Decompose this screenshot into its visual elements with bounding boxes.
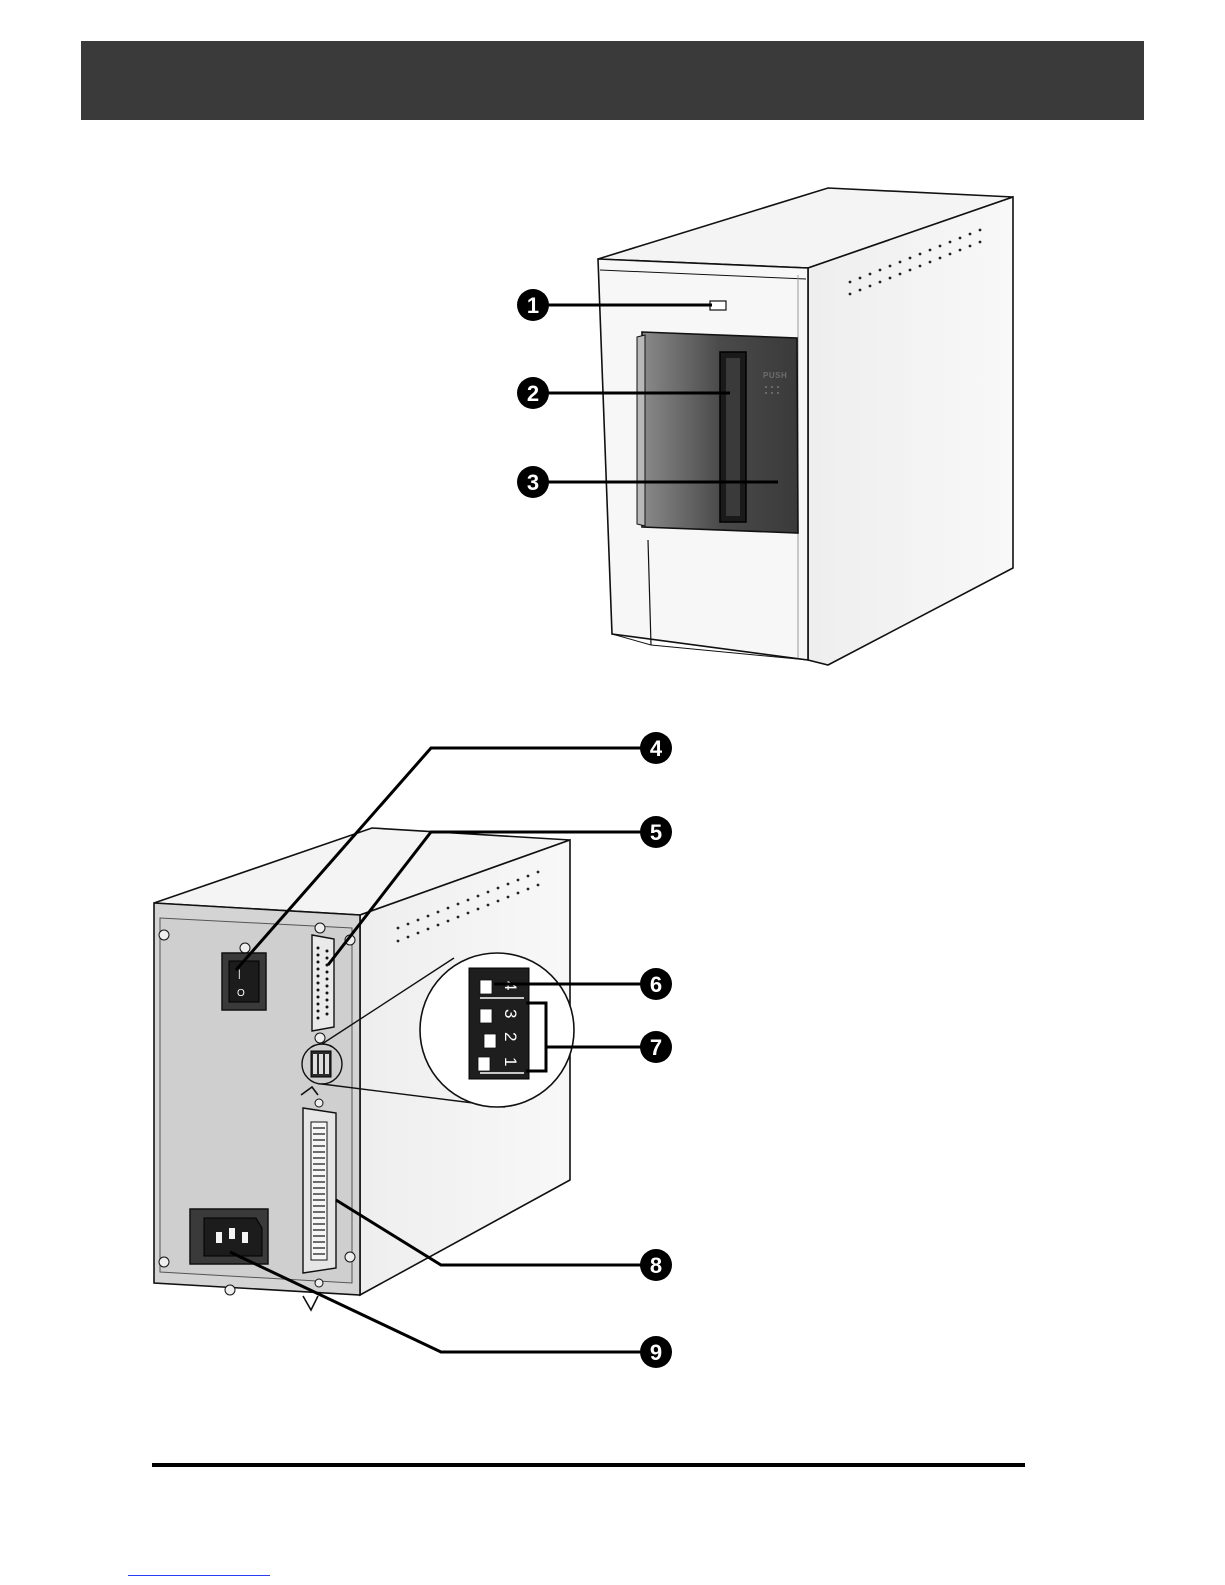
callout-number-1: 1 <box>527 293 539 318</box>
callout-number-2: 2 <box>527 381 539 406</box>
push-label: PUSH <box>763 371 787 380</box>
dip-switch-3 <box>480 1009 492 1023</box>
dip-label-4: 4 <box>501 981 520 990</box>
power-on-mark: | <box>238 969 241 980</box>
corner-link-underline[interactable] <box>128 1575 270 1576</box>
dip-label-1: 1 <box>501 1057 520 1066</box>
power-off-mark: O <box>237 988 245 999</box>
dip-label-3: 3 <box>501 1009 520 1018</box>
front-view: PUSH <box>598 188 1013 665</box>
callout-number-8: 8 <box>650 1253 662 1278</box>
dip-label-2: 2 <box>501 1032 520 1041</box>
callout-number-5: 5 <box>650 820 662 845</box>
callout-number-6: 6 <box>650 972 662 997</box>
dip-switch-4 <box>480 980 492 994</box>
bottom-rule <box>152 1463 1025 1467</box>
callout-number-4: 4 <box>650 736 663 761</box>
dip-switch-1 <box>478 1057 490 1071</box>
indicator-lamp <box>710 301 726 310</box>
callout-number-3: 3 <box>527 470 539 495</box>
d-sub-connector <box>312 935 334 1031</box>
callout-number-7: 7 <box>650 1035 662 1060</box>
dip-switch-2 <box>484 1034 496 1048</box>
callout-number-9: 9 <box>650 1340 662 1365</box>
